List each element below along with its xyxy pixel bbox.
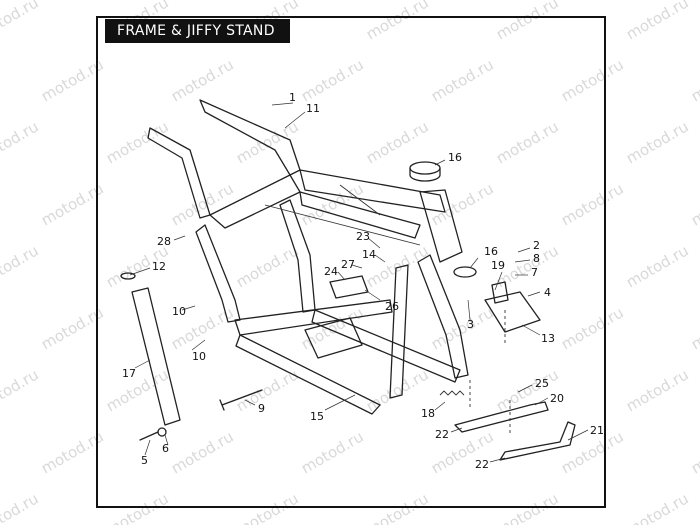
watermark-text: motod.ru [623,0,692,43]
spacer-part-16a [409,161,441,182]
callout-4: 4 [544,286,551,299]
callout-9: 9 [258,402,265,415]
washer-part-12 [120,272,136,280]
callout-7: 7 [531,266,538,279]
callout-10-lower: 10 [192,350,206,363]
spring-part-18 [439,390,465,396]
side-rail-part-17 [131,287,181,426]
watermark-text: motod.ru [688,179,700,229]
callout-22-upper: 22 [435,428,449,441]
watermark-text: motod.ru [688,427,700,477]
callout-16-top: 16 [448,151,462,164]
callout-14: 14 [362,248,376,261]
callout-18: 18 [421,407,435,420]
watermark-text: motod.ru [623,241,692,291]
leader-lines [129,102,589,463]
callout-2: 2 [533,239,540,252]
callout-24: 24 [324,265,338,278]
watermark-text: motod.ru [0,117,42,167]
callout-19: 19 [491,259,505,272]
callout-20: 20 [550,392,564,405]
callout-labels: 1 11 16 28 12 23 14 27 24 26 10 10 17 9 … [122,91,604,471]
callout-6: 6 [162,442,169,455]
diagram-title: FRAME & JIFFY STAND [105,19,290,43]
callout-27: 27 [341,258,355,271]
callout-21: 21 [590,424,604,437]
callout-12: 12 [152,260,166,273]
callout-10-upper: 10 [172,305,186,318]
callout-25: 25 [535,377,549,390]
callout-11: 11 [306,102,320,115]
callout-28: 28 [157,235,171,248]
bolt-part-5 [139,427,167,441]
callout-8: 8 [533,252,540,265]
callout-17: 17 [122,367,136,380]
callout-22-lower: 22 [475,458,489,471]
watermark-text: motod.ru [623,117,692,167]
bracket-part-13 [484,281,541,333]
watermark-text: motod.ru [688,55,700,105]
callout-16-right: 16 [484,245,498,258]
callout-3: 3 [467,318,474,331]
watermark-text: motod.ru [0,241,42,291]
frame-assembly [147,99,469,415]
jiffy-stand-leg-part-21 [499,421,576,461]
callout-13: 13 [541,332,555,345]
callout-26: 26 [385,300,399,313]
callout-5: 5 [141,454,148,467]
watermark-text: motod.ru [623,365,692,415]
callout-23: 23 [356,230,370,243]
bolt-part-9 [219,389,263,411]
watermark-text: motod.ru [0,365,42,415]
dashed-guide-lines [469,310,511,435]
watermark-text: motod.ru [0,0,42,43]
watermark-text: motod.ru [688,303,700,353]
callout-1: 1 [289,91,296,104]
jiffy-stand-part-20 [454,401,549,433]
callout-15: 15 [310,410,324,423]
watermark-text: motod.ru [623,489,692,525]
watermark-text: motod.ru [0,489,42,525]
diagram-border [96,16,606,508]
spacer-part-16b [453,266,477,278]
